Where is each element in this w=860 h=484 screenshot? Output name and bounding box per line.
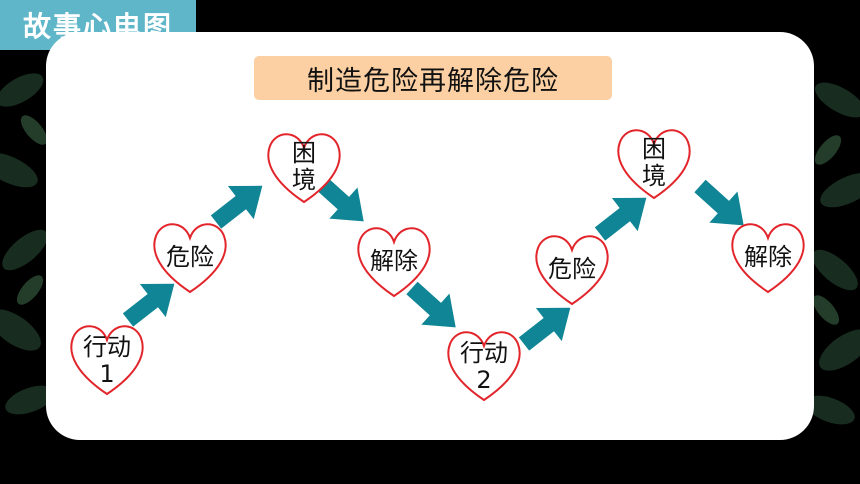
node-label-line1: 解除 [744,243,792,271]
node-danger-2: 危险 [532,256,612,283]
node-action-1: 行动 1 [67,334,147,388]
node-label-line2: 1 [99,360,115,388]
arrow-icon [314,175,364,222]
arrow-icon [122,283,175,327]
title-text: 制造危险再解除危险 [307,65,559,97]
node-label-line2: 2 [476,366,492,394]
arrow-icon [406,281,456,328]
node-dilemma-2: 困 境 [614,136,694,190]
node-label-line2: 境 [642,162,666,190]
arrow-icon [694,179,744,226]
arrow-icon [210,185,263,229]
jungle-background [0,73,860,425]
arrow-icon [594,197,647,241]
node-danger-1: 危险 [150,244,230,271]
node-resolve-1: 解除 [354,248,434,275]
node-label-line1: 危险 [548,255,596,283]
title-box: 制造危险再解除危险 [254,56,612,100]
node-label-line1: 危险 [166,243,214,271]
node-label-line1: 困 [292,139,316,167]
node-resolve-2: 解除 [728,244,808,271]
node-label-line1: 行动 [83,333,131,361]
node-label-line2: 境 [292,166,316,194]
node-label-line1: 解除 [370,247,418,275]
arrow-icon [518,307,571,351]
node-dilemma-1: 困 境 [264,140,344,194]
node-label-line1: 行动 [460,339,508,367]
node-action-2: 行动 2 [444,340,524,394]
node-label-line1: 困 [642,135,666,163]
